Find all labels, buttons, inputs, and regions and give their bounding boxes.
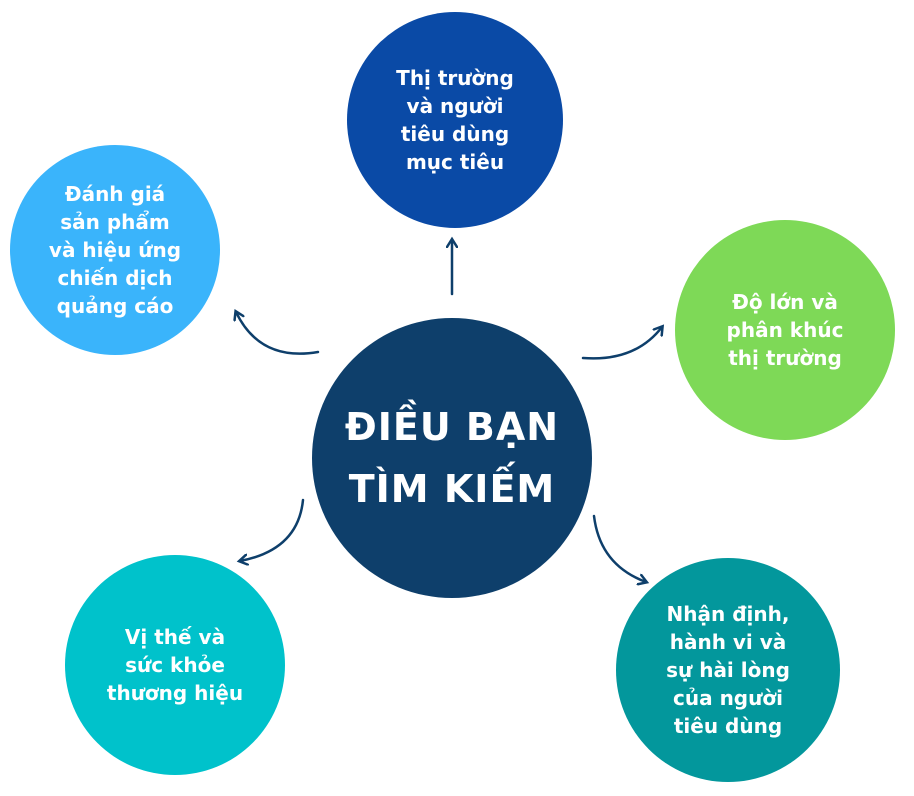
node-product-evaluation: Đánh giá sản phẩm và hiệu ứng chiến dịch… (10, 145, 220, 355)
node-consumer-insights: Nhận định, hành vi và sự hài lòng của ng… (616, 558, 840, 782)
node-label: Độ lớn và phân khúc thị trường (726, 290, 844, 370)
node-target-market: Thị trường và người tiêu dùng mục tiêu (347, 12, 563, 228)
center-topic-label: ĐIỀU BẠN TÌM KIẾM (344, 405, 560, 511)
arrow-to-bottom-right (592, 514, 646, 582)
node-market-size: Độ lớn và phân khúc thị trường (675, 220, 895, 440)
node-label: Thị trường và người tiêu dùng mục tiêu (396, 66, 514, 174)
node-label: Vị thế và sức khỏe thương hiệu (106, 625, 244, 705)
arrow-to-bottom-left (240, 498, 305, 561)
arrow-to-right (581, 327, 662, 360)
node-label: Nhận định, hành vi và sự hài lòng của ng… (666, 602, 790, 738)
node-label: Đánh giá sản phẩm và hiệu ứng chiến dịch… (48, 182, 182, 318)
node-brand-health: Vị thế và sức khỏe thương hiệu (65, 555, 285, 775)
arrow-to-left (236, 312, 320, 355)
center-topic-circle: ĐIỀU BẠN TÌM KIẾM (312, 318, 592, 598)
